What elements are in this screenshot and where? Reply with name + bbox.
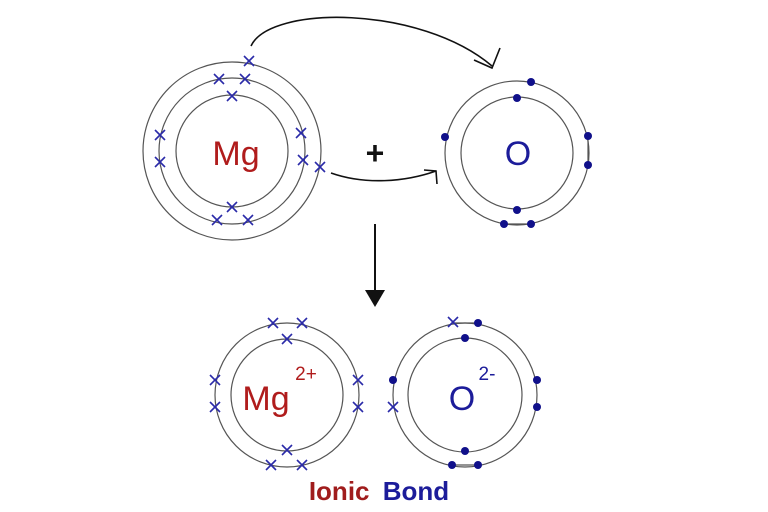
- caption: Ionic Bond: [309, 476, 449, 506]
- o-electrons: [441, 78, 592, 228]
- caption-ionic: Ionic: [309, 476, 370, 506]
- mg-ion-symbol: Mg: [242, 380, 289, 418]
- electron-transfer-arrow-bottom: [330, 169, 438, 185]
- o-ion-charge: 2-: [479, 364, 496, 385]
- o-ion-symbol: O: [449, 380, 475, 418]
- mg-symbol: Mg: [212, 135, 259, 173]
- mg-ion-outer-shell: [214, 322, 360, 468]
- o-ion-electrons: [387, 316, 541, 469]
- o-symbol: O: [505, 135, 531, 173]
- magnesium-ion: Mg 2+: [209, 317, 364, 471]
- reaction-down-arrow: [365, 224, 385, 307]
- oxide-ion: O 2-: [387, 316, 541, 469]
- mg-ion-charge: 2+: [295, 364, 317, 385]
- caption-bond: Bond: [383, 476, 449, 506]
- electron-transfer-arrow-top: [250, 16, 501, 70]
- oxygen-atom: O: [441, 78, 592, 228]
- mg-outer-shell: [142, 61, 322, 241]
- plus-sign: +: [366, 135, 385, 171]
- o-outer-shell: [444, 80, 590, 226]
- mg-middle-shell: [158, 77, 306, 225]
- magnesium-atom: Mg: [142, 55, 326, 241]
